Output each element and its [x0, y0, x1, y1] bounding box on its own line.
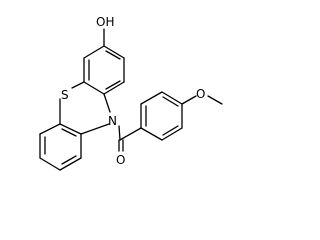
methoxyphenyl-ring — [140, 91, 183, 141]
aryl-ether-bond — [181, 95, 197, 105]
chemical-structure: OH S N O O — [39, 15, 223, 171]
sulfur-label: S — [61, 88, 69, 102]
methoxy-oxygen-label: O — [196, 87, 205, 101]
carbonyl-group — [118, 139, 124, 152]
hydroxy-benzene-ring — [83, 45, 125, 95]
carbonyl-aryl-bond — [119, 127, 142, 141]
hydroxyl-label: OH — [96, 15, 114, 29]
thiazine-ring — [59, 81, 111, 135]
carbonyl-oxygen-label: O — [116, 153, 125, 167]
lower-benzene-ring — [39, 123, 82, 171]
methyl-bond — [207, 95, 223, 105]
amide-bond — [118, 125, 121, 141]
nitrogen-label: N — [108, 114, 117, 128]
